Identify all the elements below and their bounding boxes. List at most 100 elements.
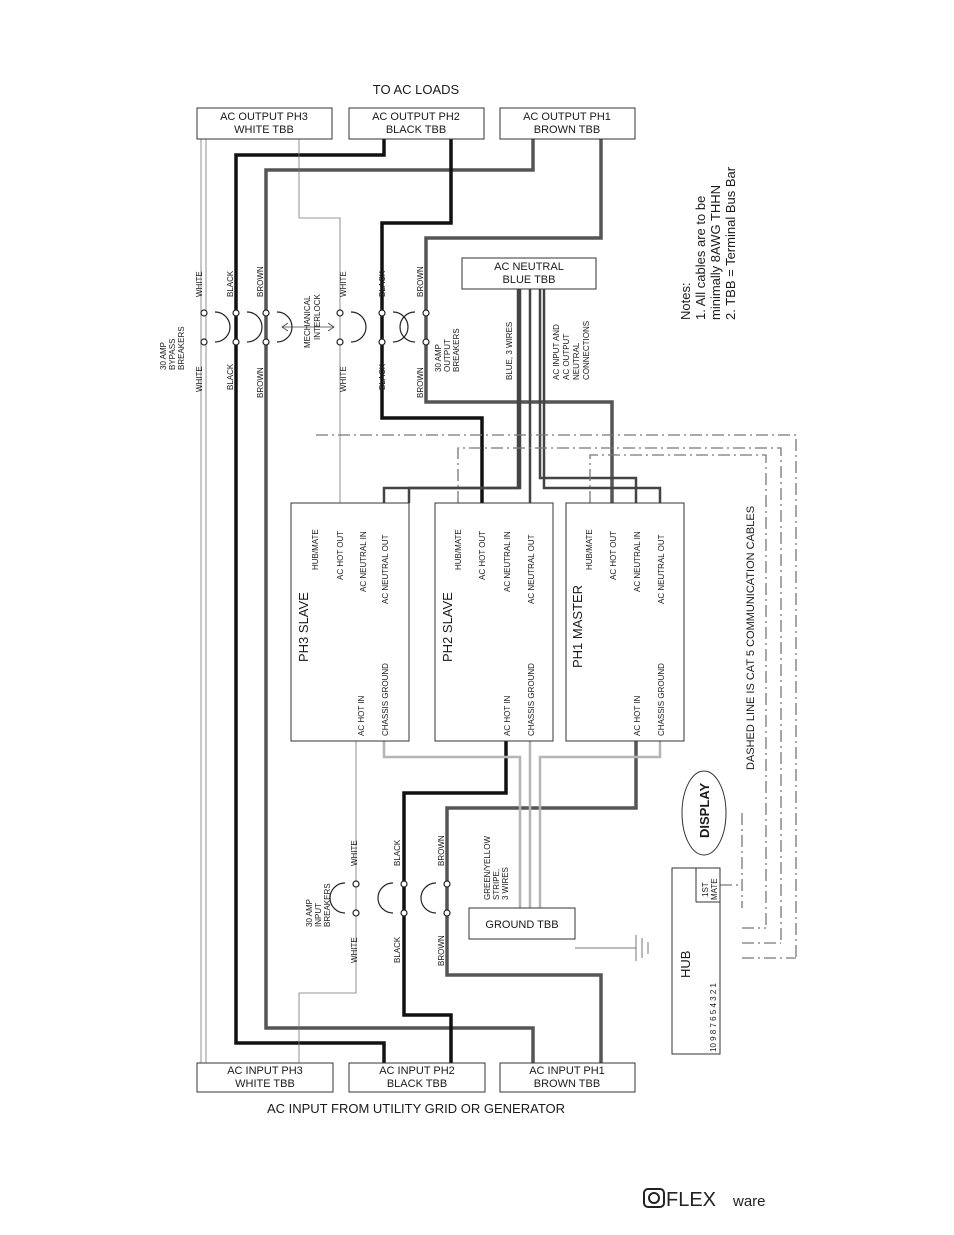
ground-tbb: GROUND TBB bbox=[468, 907, 576, 940]
input-tbb-ph2: AC INPUT PH2 BLACK TBB bbox=[348, 1062, 486, 1093]
svg-text:AC INPUT AND: AC INPUT AND bbox=[552, 324, 561, 380]
display-module: DISPLAY bbox=[681, 770, 727, 856]
svg-text:INPUT: INPUT bbox=[314, 903, 323, 927]
svg-text:AC INPUT PH1: AC INPUT PH1 bbox=[529, 1065, 605, 1077]
svg-text:PH3 SLAVE: PH3 SLAVE bbox=[296, 592, 311, 662]
svg-text:BYPASS: BYPASS bbox=[168, 339, 177, 370]
svg-text:MATE: MATE bbox=[710, 878, 719, 900]
svg-text:MECHANICAL: MECHANICAL bbox=[303, 295, 312, 348]
svg-text:AC OUTPUT PH3: AC OUTPUT PH3 bbox=[220, 111, 308, 123]
svg-text:BLACK: BLACK bbox=[378, 270, 387, 297]
black-bypass-wire bbox=[234, 139, 386, 1063]
cat5-dashed-cables bbox=[316, 434, 797, 959]
svg-text:BLACK TBB: BLACK TBB bbox=[386, 124, 446, 136]
svg-text:BLACK TBB: BLACK TBB bbox=[387, 1078, 447, 1090]
svg-text:WHITE: WHITE bbox=[350, 840, 359, 866]
svg-text:AC NEUTRAL OUT: AC NEUTRAL OUT bbox=[657, 534, 666, 604]
svg-text:10 9 8 7 6 5 4 3 2 1: 10 9 8 7 6 5 4 3 2 1 bbox=[709, 983, 718, 1052]
brown-bypass-wire bbox=[264, 139, 535, 1063]
output-breakers bbox=[336, 309, 430, 346]
brown-output-wire bbox=[424, 139, 614, 503]
svg-text:WHITE: WHITE bbox=[195, 366, 204, 392]
svg-text:BROWN: BROWN bbox=[256, 367, 265, 398]
svg-text:CHASSIS GROUND: CHASSIS GROUND bbox=[381, 663, 390, 736]
svg-text:30 AMP: 30 AMP bbox=[159, 342, 168, 370]
logo-ware-text: ware bbox=[732, 1193, 766, 1210]
ground-symbol bbox=[575, 935, 649, 961]
svg-text:WHITE: WHITE bbox=[195, 271, 204, 297]
neutral-blue-wires bbox=[382, 288, 662, 503]
svg-text:BLACK: BLACK bbox=[393, 936, 402, 963]
interlock-label: MECHANICAL INTERLOCK bbox=[303, 294, 322, 348]
svg-text:WHITE TBB: WHITE TBB bbox=[235, 1078, 295, 1090]
output-breakers-label: 30 AMP OUTPUT BREAKERS bbox=[434, 328, 461, 372]
svg-text:30 AMP: 30 AMP bbox=[434, 344, 443, 372]
bypass-breakers-label: 30 AMP BYPASS BREAKERS bbox=[159, 326, 186, 370]
input-tbb-ph1: AC INPUT PH1 BROWN TBB bbox=[499, 1062, 636, 1093]
input-tbb-ph3: AC INPUT PH3 WHITE TBB bbox=[196, 1062, 334, 1093]
svg-text:AC INPUT PH3: AC INPUT PH3 bbox=[227, 1065, 303, 1077]
black-input-wire bbox=[402, 741, 508, 1063]
neutral-connections-label: AC INPUT AND AC OUTPUT NEUTRAL CONNECTIO… bbox=[552, 321, 591, 380]
svg-text:BROWN TBB: BROWN TBB bbox=[534, 124, 600, 136]
flexware-logo: FLEX ware bbox=[643, 1188, 766, 1211]
svg-text:2. TBB = Terminal Bus Bar: 2. TBB = Terminal Bus Bar bbox=[723, 166, 738, 320]
white-output-wire bbox=[298, 139, 341, 503]
white-bypass-wire bbox=[200, 139, 207, 1063]
hub-module: HUB 10 9 8 7 6 5 4 3 2 1 1ST MATE bbox=[671, 867, 721, 1055]
input-wire-labels: WHITE BLACK BROWN WHITE BLACK BROWN bbox=[350, 835, 446, 966]
svg-text:BLACK: BLACK bbox=[226, 270, 235, 297]
svg-text:AC HOT OUT: AC HOT OUT bbox=[336, 531, 345, 580]
svg-text:BREAKERS: BREAKERS bbox=[452, 328, 461, 372]
svg-text:BLACK: BLACK bbox=[226, 363, 235, 390]
input-breakers-label: 30 AMP INPUT BREAKERS bbox=[305, 883, 332, 927]
svg-text:GROUND TBB: GROUND TBB bbox=[485, 919, 558, 931]
svg-text:PH1 MASTER: PH1 MASTER bbox=[570, 585, 585, 668]
svg-text:DISPLAY: DISPLAY bbox=[697, 783, 712, 838]
output-tbb-ph2: AC OUTPUT PH2 BLACK TBB bbox=[348, 107, 485, 140]
gnd-wires-label: GREEN/YELLOW STRIPE, 3 WIRES bbox=[483, 836, 510, 900]
svg-text:AC NEUTRAL IN: AC NEUTRAL IN bbox=[503, 531, 512, 592]
svg-text:INTERLOCK: INTERLOCK bbox=[313, 294, 322, 340]
svg-text:NEUTRAL: NEUTRAL bbox=[572, 342, 581, 380]
svg-text:AC OUTPUT PH2: AC OUTPUT PH2 bbox=[372, 111, 460, 123]
svg-text:AC OUTPUT: AC OUTPUT bbox=[562, 334, 571, 380]
svg-text:3 WIRES: 3 WIRES bbox=[501, 867, 510, 900]
svg-text:BREAKERS: BREAKERS bbox=[323, 883, 332, 927]
svg-text:BREAKERS: BREAKERS bbox=[177, 326, 186, 370]
svg-text:BROWN: BROWN bbox=[437, 935, 446, 966]
svg-text:AC HOT IN: AC HOT IN bbox=[503, 695, 512, 736]
ground-wires bbox=[382, 741, 662, 908]
svg-text:WHITE: WHITE bbox=[339, 366, 348, 392]
svg-text:PH2 SLAVE: PH2 SLAVE bbox=[440, 592, 455, 662]
ac-neutral-tbb: AC NEUTRAL BLUE TBB bbox=[461, 257, 597, 290]
logo-flex-text: FLEX bbox=[666, 1189, 716, 1211]
svg-text:BLUE TBB: BLUE TBB bbox=[503, 274, 556, 286]
output-tbb-ph1: AC OUTPUT PH1 BROWN TBB bbox=[499, 107, 636, 140]
svg-text:HUB/MATE: HUB/MATE bbox=[454, 529, 463, 570]
brown-input-wire bbox=[445, 741, 638, 1063]
svg-text:BLACK: BLACK bbox=[378, 363, 387, 390]
svg-text:CONNECTIONS: CONNECTIONS bbox=[582, 321, 591, 380]
svg-text:BROWN: BROWN bbox=[437, 835, 446, 866]
svg-text:AC INPUT PH2: AC INPUT PH2 bbox=[379, 1065, 455, 1077]
svg-text:HUB/MATE: HUB/MATE bbox=[585, 529, 594, 570]
svg-text:OUTPUT: OUTPUT bbox=[443, 339, 452, 372]
svg-text:BROWN TBB: BROWN TBB bbox=[534, 1078, 600, 1090]
inverter-ph2-slave: PH2 SLAVE HUB/MATE AC HOT OUT AC NEUTRAL… bbox=[434, 502, 554, 742]
svg-text:AC NEUTRAL IN: AC NEUTRAL IN bbox=[633, 531, 642, 592]
ac-input-source-label: AC INPUT FROM UTILITY GRID OR GENERATOR bbox=[267, 1101, 565, 1116]
svg-text:AC HOT IN: AC HOT IN bbox=[357, 695, 366, 736]
svg-text:minimally 8AWG THHN: minimally 8AWG THHN bbox=[708, 185, 723, 320]
svg-text:WHITE: WHITE bbox=[339, 271, 348, 297]
svg-text:CHASSIS GROUND: CHASSIS GROUND bbox=[527, 663, 536, 736]
top-wire-labels: WHITE BLACK BROWN WHITE BLACK BROWN WHIT… bbox=[195, 266, 425, 398]
bypass-breakers bbox=[200, 309, 293, 346]
inverter-ph1-master: PH1 MASTER HUB/MATE AC HOT OUT AC NEUTRA… bbox=[565, 502, 685, 742]
svg-text:BROWN: BROWN bbox=[416, 266, 425, 297]
svg-text:AC NEUTRAL: AC NEUTRAL bbox=[494, 261, 564, 273]
svg-text:AC NEUTRAL OUT: AC NEUTRAL OUT bbox=[527, 534, 536, 604]
svg-text:AC OUTPUT PH1: AC OUTPUT PH1 bbox=[523, 111, 611, 123]
notes: Notes: 1. All cables are to be minimally… bbox=[678, 166, 738, 320]
